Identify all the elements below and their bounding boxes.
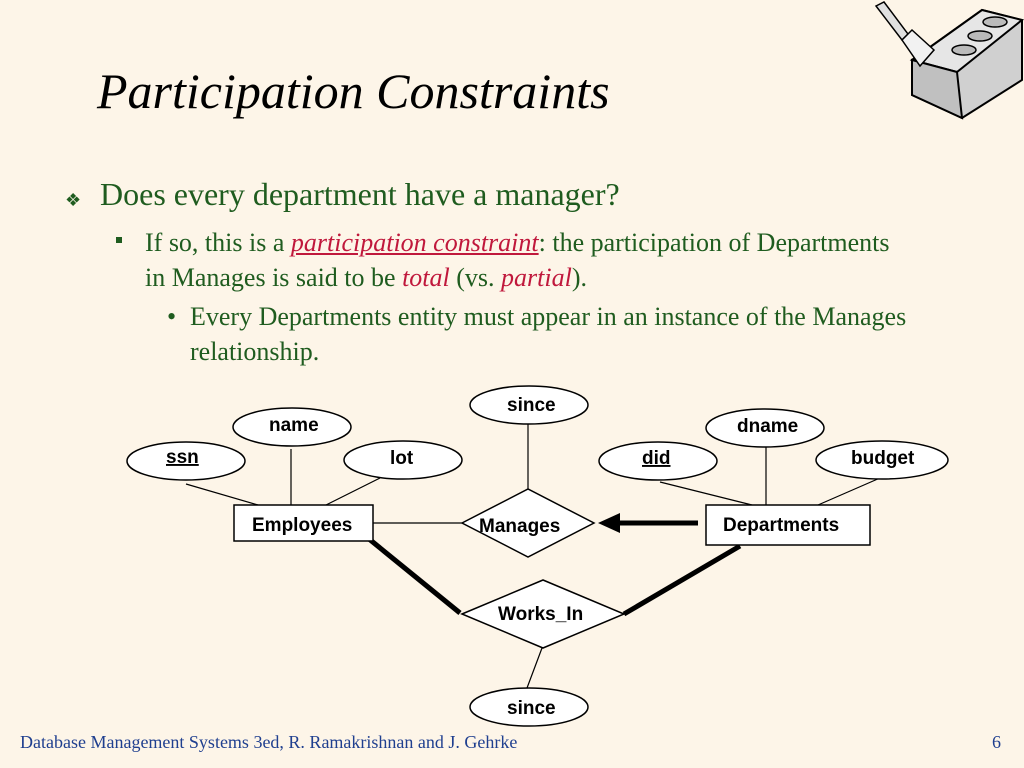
- page-number: 6: [992, 732, 1001, 752]
- definition-vs: (vs.: [449, 263, 502, 292]
- label-since-worksin: since: [507, 698, 556, 719]
- relationship-manages: [460, 488, 596, 558]
- bullet-definition: If so, this is a participation constrain…: [145, 225, 905, 295]
- square-bullet-icon: [116, 237, 122, 243]
- thick-line-employees-worksin: [356, 528, 462, 615]
- entity-employees: [233, 504, 374, 542]
- label-did: did: [642, 448, 671, 469]
- line-worksin-since: [526, 647, 543, 689]
- label-employees: Employees: [252, 515, 352, 536]
- label-budget: budget: [851, 448, 915, 469]
- slide-title: Participation Constraints: [97, 63, 610, 119]
- attr-lot: [343, 440, 463, 480]
- definition-end: ).: [571, 263, 587, 292]
- label-name: name: [269, 415, 319, 436]
- thick-line-departments-worksin: [622, 543, 742, 617]
- label-manages: Manages: [479, 516, 560, 537]
- attr-dname: [705, 408, 825, 448]
- line-did-departments: [659, 481, 753, 506]
- line-budget-departments: [817, 477, 881, 506]
- term-participation-constraint: participation constraint: [290, 228, 539, 257]
- label-ssn: ssn: [166, 447, 199, 468]
- attr-since-worksin: [469, 687, 589, 727]
- attr-name: [232, 407, 352, 447]
- term-partial: partial: [501, 263, 572, 292]
- entity-departments: [705, 504, 871, 546]
- line-lot-employees: [325, 477, 381, 506]
- attr-since-manages: [469, 385, 589, 425]
- brick-trowel-logo-icon: [874, 1, 1024, 120]
- bullet-question: Does every department have a manager?: [100, 176, 620, 212]
- dot-bullet-icon: •: [167, 302, 177, 331]
- footer-citation: Database Management Systems 3ed, R. Rama…: [20, 732, 518, 752]
- attr-did: [598, 441, 718, 481]
- label-dname: dname: [737, 416, 798, 437]
- line-ssn-employees: [185, 483, 259, 506]
- attr-budget: [815, 440, 949, 480]
- label-works-in: Works_In: [498, 604, 583, 625]
- label-departments: Departments: [723, 515, 839, 536]
- definition-pre: If so, this is a: [145, 228, 291, 257]
- definition-mid: : the participation of Departments in Ma…: [145, 228, 890, 292]
- relationship-works-in: [460, 579, 626, 649]
- arrowhead-icon: [598, 513, 620, 533]
- attr-ssn: [126, 441, 246, 481]
- label-since-manages: since: [507, 395, 556, 416]
- label-lot: lot: [390, 448, 414, 469]
- bullet-explanation: Every Departments entity must appear in …: [190, 302, 907, 366]
- term-total: total: [402, 263, 450, 292]
- diamond-bullet-icon: ❖: [65, 190, 82, 210]
